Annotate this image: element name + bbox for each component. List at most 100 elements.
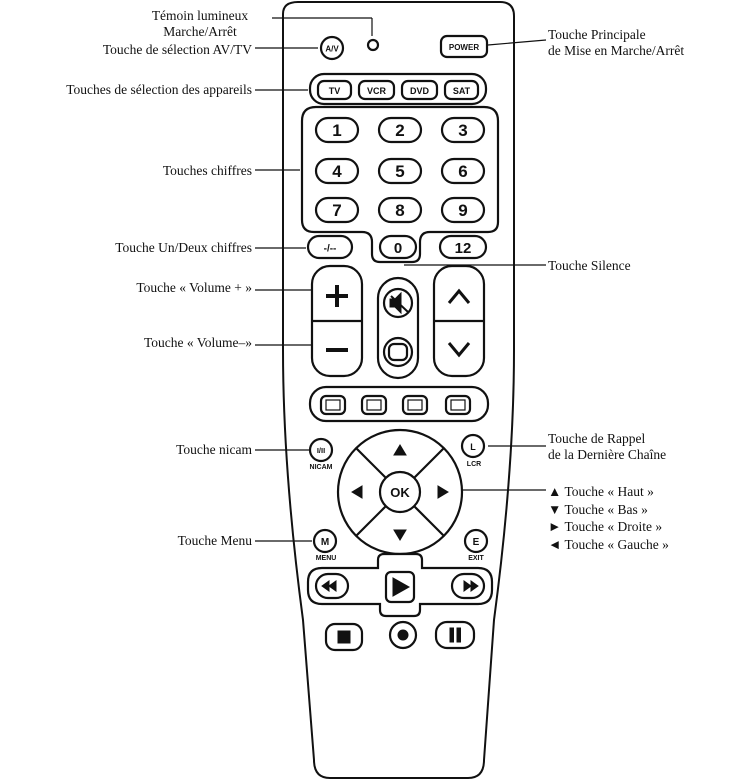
label-nicam: Touche nicam bbox=[176, 442, 252, 457]
menu-button-text: M bbox=[321, 537, 329, 548]
device-text-dvd: DVD bbox=[410, 86, 430, 96]
label-vol-up: Touche « Volume + » bbox=[136, 280, 252, 295]
label-digits: Touches chiffres bbox=[162, 163, 252, 178]
forward-icon-b bbox=[470, 580, 479, 592]
device-button-vcr[interactable] bbox=[357, 79, 396, 101]
stop-icon bbox=[337, 630, 351, 644]
label-one-two-digit: Touche Un/Deux chiffres bbox=[115, 240, 252, 255]
teletext-button-4[interactable] bbox=[444, 394, 472, 416]
label-dir-up: ▲ Touche « Haut » bbox=[548, 484, 654, 499]
forward-icon-a bbox=[463, 580, 472, 592]
record-icon bbox=[397, 629, 409, 641]
digit-button-2[interactable] bbox=[377, 116, 423, 144]
play-icon bbox=[392, 577, 411, 597]
dpad-sep-4 bbox=[413, 505, 445, 537]
device-text-vcr: VCR bbox=[367, 86, 387, 96]
label-temoin-line1: Témoin lumineux bbox=[151, 8, 249, 23]
label-dir-right: ► Touche « Droite » bbox=[548, 519, 663, 534]
chevron-down-icon bbox=[447, 342, 471, 358]
label-temoin: Témoin lumineux Marche/Arrêt bbox=[100, 8, 300, 40]
arrow-down-icon bbox=[393, 529, 407, 541]
nicam-caption: NICAM bbox=[310, 464, 333, 471]
digit-button-3[interactable] bbox=[440, 116, 486, 144]
dpad-sep-2 bbox=[413, 447, 445, 479]
teletext-button-1[interactable] bbox=[319, 394, 347, 416]
label-power: Touche Principale de Mise en Marche/Arrê… bbox=[548, 27, 684, 59]
label-menu: Touche Menu bbox=[177, 533, 252, 548]
label-recall-line2: de la Dernière Chaîne bbox=[548, 447, 667, 462]
exit-button[interactable] bbox=[463, 528, 489, 554]
nicam-button[interactable] bbox=[308, 437, 334, 463]
label-temoin-line2: Marche/Arrêt bbox=[163, 24, 237, 39]
device-button-sat[interactable] bbox=[443, 79, 480, 101]
recall-button[interactable] bbox=[460, 433, 486, 459]
teletext-icon-4 bbox=[450, 399, 466, 411]
power-button[interactable] bbox=[439, 34, 489, 59]
digit-button-8[interactable] bbox=[377, 196, 423, 224]
digit-text-6: 6 bbox=[458, 162, 467, 181]
digit-button-7[interactable] bbox=[314, 196, 360, 224]
digit-text-7: 7 bbox=[332, 201, 341, 220]
aux-icon bbox=[387, 342, 409, 362]
power-button-text: POWER bbox=[449, 43, 479, 52]
digit-button-12[interactable] bbox=[438, 234, 488, 260]
digit-text-3: 3 bbox=[458, 121, 467, 140]
ok-button[interactable] bbox=[378, 470, 422, 514]
digit-button-9[interactable] bbox=[440, 196, 486, 224]
recall-caption: LCR bbox=[467, 461, 481, 468]
keypad-group bbox=[300, 105, 500, 264]
digit-text-5: 5 bbox=[395, 162, 404, 181]
teletext-icon-1 bbox=[325, 399, 341, 411]
digit-button-4[interactable] bbox=[314, 157, 360, 185]
teletext-icon-2 bbox=[366, 399, 382, 411]
digit-button-0[interactable] bbox=[378, 234, 418, 260]
digit-button-5[interactable] bbox=[377, 157, 423, 185]
device-group bbox=[308, 72, 488, 106]
pause-button[interactable] bbox=[434, 620, 476, 650]
teletext-button-2[interactable] bbox=[360, 394, 388, 416]
digit-text-9: 9 bbox=[458, 201, 467, 220]
label-directions: ▲ Touche « Haut » ▼ Touche « Bas » ► Tou… bbox=[548, 483, 669, 553]
nicam-button-text: I/II bbox=[317, 446, 325, 455]
chevron-up-icon bbox=[447, 288, 471, 304]
digit-text-4: 4 bbox=[332, 162, 342, 181]
one-two-digit-text: -/-- bbox=[324, 244, 337, 255]
digit-text-0: 0 bbox=[394, 240, 402, 257]
device-button-tv[interactable] bbox=[316, 79, 353, 101]
digit-text-8: 8 bbox=[395, 201, 404, 220]
digit-button-6[interactable] bbox=[440, 157, 486, 185]
device-text-tv: TV bbox=[329, 86, 341, 96]
teletext-button-3[interactable] bbox=[401, 394, 429, 416]
arrow-up-icon bbox=[393, 444, 407, 456]
led-indicator bbox=[366, 38, 380, 52]
exit-button-text: E bbox=[473, 537, 480, 548]
arrow-right-icon bbox=[437, 485, 449, 499]
label-av-tv: Touche de sélection AV/TV bbox=[102, 42, 252, 57]
label-recall-line1: Touche de Rappel bbox=[548, 431, 646, 446]
digit-button-1[interactable] bbox=[314, 116, 360, 144]
ok-text: OK bbox=[390, 485, 410, 500]
label-devices: Touches de sélection des appareils bbox=[66, 82, 252, 97]
digit-text-1: 1 bbox=[332, 121, 341, 140]
exit-caption: EXIT bbox=[468, 555, 484, 562]
label-power-line2: de Mise en Marche/Arrêt bbox=[548, 43, 685, 58]
label-dir-left: ◄ Touche « Gauche » bbox=[548, 536, 669, 552]
device-button-dvd[interactable] bbox=[400, 79, 439, 101]
menu-button[interactable] bbox=[312, 528, 338, 554]
device-text-sat: SAT bbox=[453, 86, 471, 96]
mute-slash-icon bbox=[390, 295, 409, 313]
label-vol-down: Touche « Volume–» bbox=[143, 335, 252, 350]
av-button[interactable] bbox=[319, 35, 345, 61]
digit-text-12: 12 bbox=[455, 240, 472, 257]
teletext-icon-3 bbox=[407, 399, 423, 411]
pause-icon-b bbox=[456, 627, 461, 643]
one-two-digit-button[interactable] bbox=[306, 234, 354, 260]
pause-icon-a bbox=[449, 627, 454, 643]
teletext-group bbox=[308, 385, 490, 423]
label-dir-down: ▼ Touche « Bas » bbox=[548, 501, 648, 517]
label-recall: Touche de Rappel de la Dernière Chaîne bbox=[548, 431, 666, 463]
remote-body bbox=[282, 1, 515, 779]
arrow-left-icon bbox=[351, 485, 363, 499]
rewind-icon-b bbox=[328, 580, 337, 592]
